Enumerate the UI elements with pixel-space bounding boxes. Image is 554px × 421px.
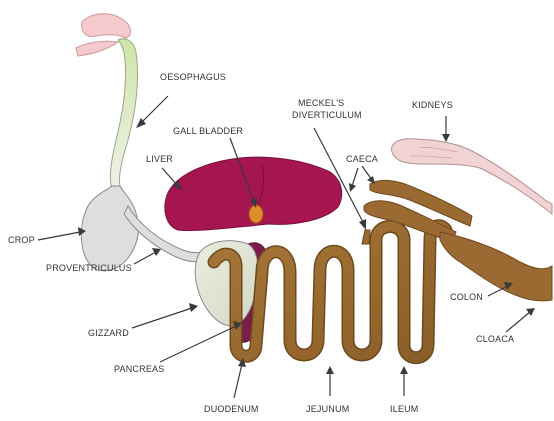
label-jejunum: JEJUNUM [306,404,349,414]
label-liver: LIVER [146,154,173,164]
label-ileum: ILEUM [390,404,419,414]
label-kidneys: KIDNEYS [412,100,453,110]
label-caeca: CAECA [346,154,378,164]
label-crop: CROP [8,235,35,245]
label-pancreas: PANCREAS [114,364,164,374]
label-meckels-line1: MECKEL'S [298,98,344,108]
label-duodenum: DUODENUM [204,404,259,414]
meckels-diverticulum-shape [362,230,370,244]
label-cloaca: CLOACA [476,334,514,344]
oesophagus-shape [110,39,137,190]
label-colon: COLON [450,292,483,302]
colon-cloaca-shape [440,232,552,301]
label-gizzard: GIZZARD [88,328,129,338]
beak-shape [76,14,131,56]
crop-shape [81,186,138,271]
label-proventriculus: PROVENTRICULUS [46,263,132,273]
label-gall-bladder: GALL BLADDER [173,126,243,136]
label-meckels-line2: DIVERTICULUM [292,110,362,120]
label-oesophagus: OESOPHAGUS [160,72,226,82]
